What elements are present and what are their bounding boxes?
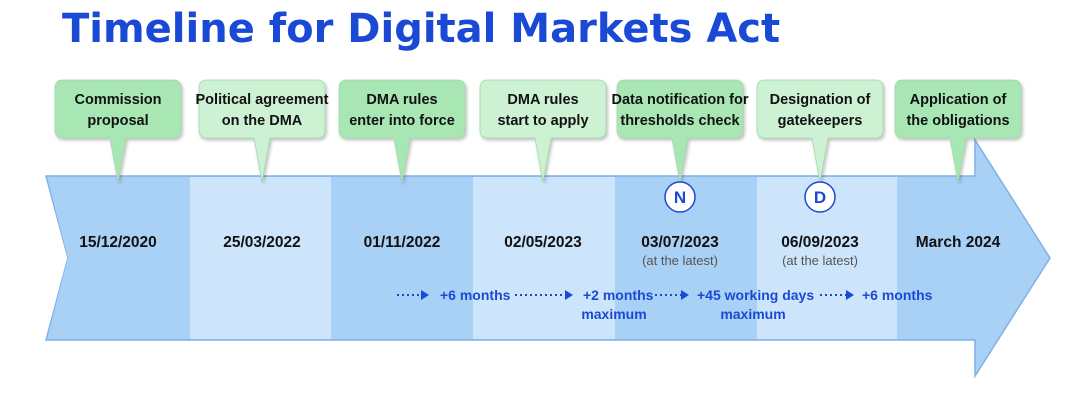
milestone-label: Political agreement xyxy=(196,92,329,108)
milestone-date-note: (at the latest) xyxy=(642,253,718,268)
milestone-label: proposal xyxy=(87,113,148,129)
callout-bubble xyxy=(338,79,466,183)
marker-letter: N xyxy=(674,188,686,207)
interval-label: +2 months xyxy=(583,287,654,303)
milestone-label: enter into force xyxy=(349,113,455,129)
interval-indicator: +6 months xyxy=(820,287,933,303)
milestone-date-note: (at the latest) xyxy=(782,253,858,268)
callout-bubble xyxy=(198,79,326,183)
milestone-label: gatekeepers xyxy=(778,113,863,129)
milestone-label: start to apply xyxy=(497,113,588,129)
milestone-callout xyxy=(338,79,466,183)
milestone-date: 25/03/2022 xyxy=(223,234,301,251)
milestone-date: 01/11/2022 xyxy=(364,234,441,251)
milestone-date: 03/07/2023 xyxy=(641,234,719,251)
callout-bubble xyxy=(54,79,182,183)
milestone-marker: D xyxy=(804,181,836,213)
interval-label: +6 months xyxy=(862,287,933,303)
milestone-label: DMA rules xyxy=(366,92,437,108)
interval-indicator: +45 working days maximum xyxy=(655,287,814,322)
interval-indicator: +6 months xyxy=(397,287,511,303)
milestone-label: Data notification for xyxy=(612,92,749,108)
milestone-date: 15/12/2020 xyxy=(79,234,157,251)
timeline-segment xyxy=(473,177,615,339)
timeline-segment xyxy=(47,177,190,339)
milestone-callout xyxy=(894,79,1022,183)
timeline-segment xyxy=(757,177,897,339)
interval-indicator: +2 months maximum xyxy=(515,287,654,322)
milestone-label: Designation of xyxy=(770,92,871,108)
milestone-date: 06/09/2023 xyxy=(781,234,859,251)
marker-letter: D xyxy=(814,188,826,207)
milestone-label: DMA rules xyxy=(507,92,578,108)
timeline-segment xyxy=(615,177,757,339)
marker-circle xyxy=(804,181,836,213)
milestone-label: on the DMA xyxy=(222,113,303,129)
milestone-callout xyxy=(616,79,744,183)
arrowhead-icon xyxy=(421,290,429,300)
arrowhead-icon xyxy=(846,290,854,300)
callout-bubble xyxy=(894,79,1022,183)
callout-bubble xyxy=(756,79,884,183)
interval-label: +6 months xyxy=(440,287,511,303)
interval-label: maximum xyxy=(581,306,646,322)
timeline-segment xyxy=(190,177,331,339)
milestone-label: Application of xyxy=(910,92,1007,108)
milestone-date: March 2024 xyxy=(916,234,1001,251)
arrowhead-icon xyxy=(681,290,689,300)
milestone-marker: N xyxy=(664,181,696,213)
arrowhead-icon xyxy=(565,290,573,300)
milestone-label: Commission xyxy=(74,92,161,108)
milestone-callout xyxy=(198,79,326,183)
interval-label: +45 working days xyxy=(697,287,814,303)
interval-label: maximum xyxy=(720,306,785,322)
callout-bubble xyxy=(479,79,607,183)
milestone-callout xyxy=(479,79,607,183)
milestone-label: the obligations xyxy=(906,113,1009,129)
milestone-callout xyxy=(756,79,884,183)
milestone-callout xyxy=(54,79,182,183)
milestone-label: thresholds check xyxy=(620,113,740,129)
marker-circle xyxy=(664,181,696,213)
timeline-segment xyxy=(897,177,975,339)
milestone-date: 02/05/2023 xyxy=(504,234,582,251)
page-title: Timeline for Digital Markets Act xyxy=(62,6,781,52)
timeline-segment xyxy=(331,177,473,339)
callout-bubble xyxy=(616,79,744,183)
